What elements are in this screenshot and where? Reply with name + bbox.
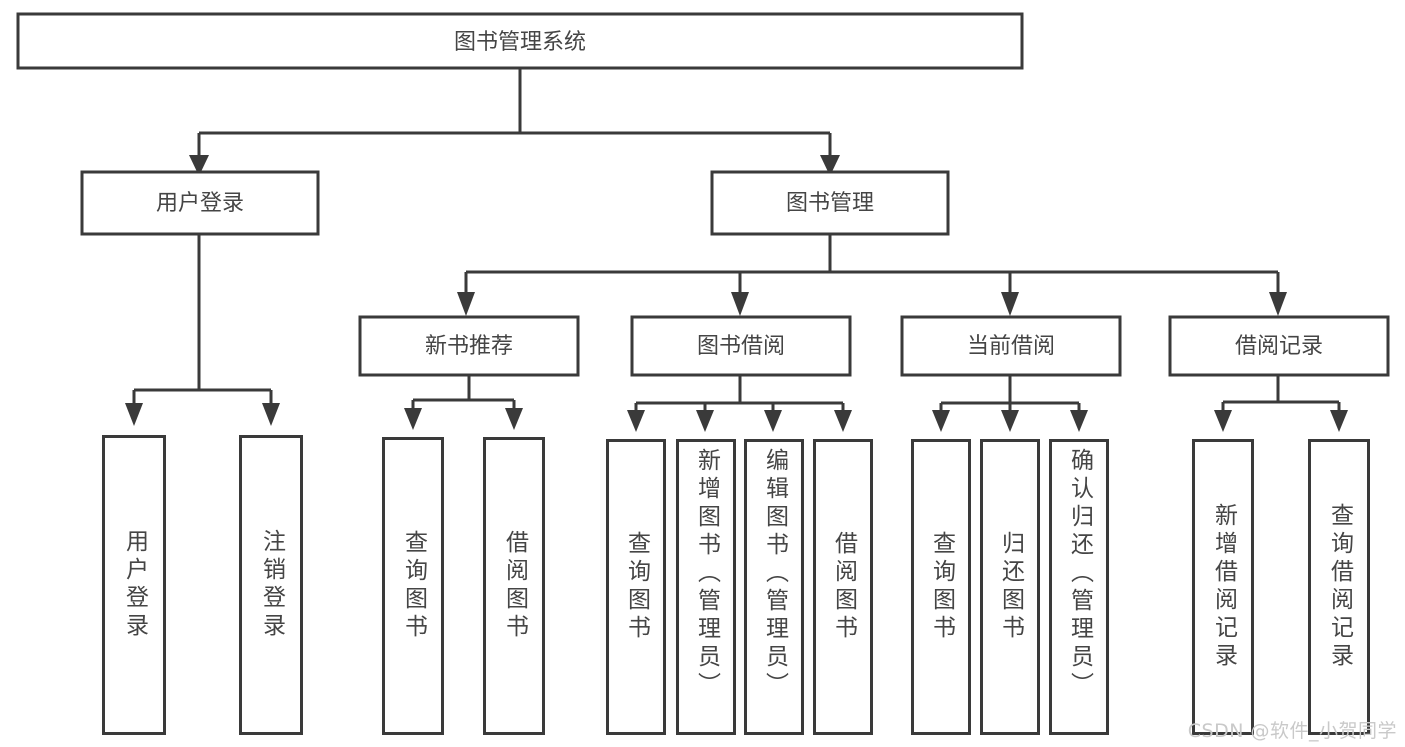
leaf-node-borrow-book-borrow[interactable]: 借阅图书 bbox=[813, 439, 873, 735]
leaf-node-confirm-return-admin[interactable]: 确认归还（管理员） bbox=[1049, 439, 1109, 735]
leaf-node-query-book-borrow[interactable]: 查询图书 bbox=[606, 439, 666, 735]
node-user-login[interactable]: 用户登录 bbox=[80, 170, 320, 236]
leaf-node-borrow-book-newbook-label: 借阅图书 bbox=[501, 530, 528, 642]
arrow-head-leaf-logout bbox=[262, 403, 280, 426]
leaf-node-query-book-current-label: 查询图书 bbox=[928, 531, 955, 643]
arrow-head-record bbox=[1269, 292, 1287, 316]
leaf-node-query-book-current[interactable]: 查询图书 bbox=[911, 439, 971, 735]
arrow-head-borrow bbox=[731, 292, 749, 316]
leaf-node-return-book[interactable]: 归还图书 bbox=[980, 439, 1040, 735]
node-root-box[interactable] bbox=[16, 12, 1024, 70]
leaf-node-query-book-newbook[interactable]: 查询图书 bbox=[382, 437, 444, 735]
arrow-head-leaf-query-book-2 bbox=[627, 410, 645, 432]
arrow-head-leaf-query-record bbox=[1330, 410, 1348, 432]
leaf-node-add-borrow-record[interactable]: 新增借阅记录 bbox=[1192, 439, 1254, 735]
node-book-management-box[interactable] bbox=[710, 170, 950, 236]
arrow-head-leaf-edit-book bbox=[764, 410, 782, 432]
arrow-head-leaf-query-book-3 bbox=[932, 410, 950, 432]
arrow-head-leaf-query-book-1 bbox=[404, 408, 422, 430]
leaf-node-user-login[interactable]: 用户登录 bbox=[102, 435, 166, 735]
arrow-head-current bbox=[1001, 292, 1019, 316]
leaf-node-add-borrow-record-label: 新增借阅记录 bbox=[1210, 503, 1237, 671]
leaf-node-return-book-label: 归还图书 bbox=[997, 531, 1024, 643]
leaf-node-edit-book-admin-label: 编辑图书（管理员） bbox=[761, 448, 788, 700]
node-new-book-recommend[interactable]: 新书推荐 bbox=[358, 315, 580, 377]
arrow-head-leaf-confirm-return bbox=[1070, 410, 1088, 432]
leaf-node-borrow-book-borrow-label: 借阅图书 bbox=[830, 531, 857, 643]
node-user-login-box[interactable] bbox=[80, 170, 320, 236]
node-book-borrow-label: 图书借阅 bbox=[697, 334, 785, 359]
node-borrow-record-box[interactable] bbox=[1168, 315, 1390, 377]
connector-group bbox=[125, 68, 1348, 432]
node-book-management-label: 图书管理 bbox=[786, 191, 874, 216]
node-current-borrow[interactable]: 当前借阅 bbox=[900, 315, 1122, 377]
node-root-label: 图书管理系统 bbox=[454, 30, 586, 55]
arrow-head-leaf-borrow-book-2 bbox=[834, 410, 852, 432]
arrow-head-bookmgmt bbox=[820, 155, 840, 176]
leaf-node-query-book-newbook-label: 查询图书 bbox=[400, 530, 427, 642]
leaf-node-borrow-book-newbook[interactable]: 借阅图书 bbox=[483, 437, 545, 735]
node-book-borrow-box[interactable] bbox=[630, 315, 852, 377]
leaf-node-add-book-admin[interactable]: 新增图书（管理员） bbox=[676, 439, 736, 735]
leaf-node-logout[interactable]: 注销登录 bbox=[239, 435, 303, 735]
node-current-borrow-box[interactable] bbox=[900, 315, 1122, 377]
leaf-node-user-login-label: 用户登录 bbox=[121, 529, 148, 641]
leaf-node-confirm-return-admin-label: 确认归还（管理员） bbox=[1066, 448, 1093, 700]
node-new-book-recommend-box[interactable] bbox=[358, 315, 580, 377]
arrow-head-leaf-add-record bbox=[1214, 410, 1232, 432]
node-user-login-label: 用户登录 bbox=[156, 191, 244, 216]
leaf-node-query-borrow-record[interactable]: 查询借阅记录 bbox=[1308, 439, 1370, 735]
arrow-head-leaf-borrow-book-1 bbox=[505, 408, 523, 430]
arrow-head-leaf-return-book bbox=[1001, 410, 1019, 432]
node-borrow-record-label: 借阅记录 bbox=[1235, 334, 1323, 359]
arrow-head-leaf-add-book bbox=[696, 410, 714, 432]
node-book-borrow[interactable]: 图书借阅 bbox=[630, 315, 852, 377]
leaf-node-query-borrow-record-label: 查询借阅记录 bbox=[1326, 503, 1353, 671]
node-current-borrow-label: 当前借阅 bbox=[967, 334, 1055, 359]
arrow-head-newbook bbox=[457, 292, 475, 316]
node-borrow-record[interactable]: 借阅记录 bbox=[1168, 315, 1390, 377]
leaf-node-logout-label: 注销登录 bbox=[258, 529, 285, 641]
leaf-node-add-book-admin-label: 新增图书（管理员） bbox=[693, 448, 720, 700]
arrow-head-leaf-user-login bbox=[125, 403, 143, 426]
node-root[interactable]: 图书管理系统 bbox=[16, 12, 1024, 70]
arrow-head-login bbox=[189, 155, 209, 176]
node-new-book-recommend-label: 新书推荐 bbox=[425, 334, 513, 359]
watermark-text: CSDN @软件_小贺同学 bbox=[1187, 720, 1397, 742]
leaf-node-edit-book-admin[interactable]: 编辑图书（管理员） bbox=[744, 439, 804, 735]
leaf-node-query-book-borrow-label: 查询图书 bbox=[623, 531, 650, 643]
node-book-management[interactable]: 图书管理 bbox=[710, 170, 950, 236]
